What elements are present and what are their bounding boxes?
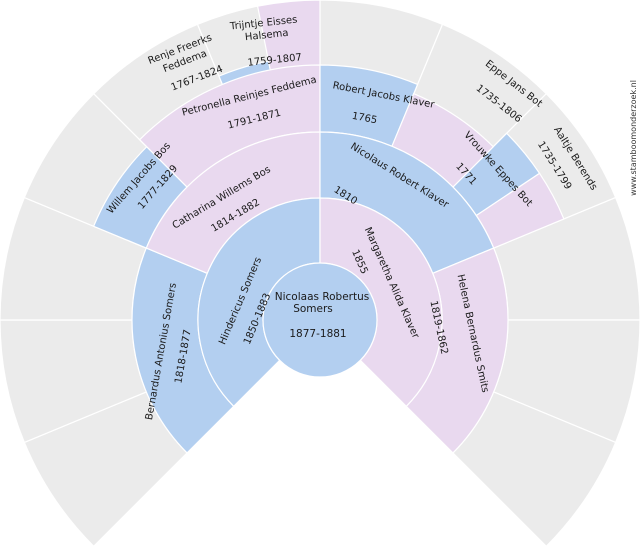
- generation-2-ring: [131, 131, 509, 454]
- root-years: 1877-1881: [289, 328, 346, 340]
- site-credit: www.stamboomonderzoek.nl: [629, 80, 638, 196]
- root-name-line1: Nicolaas Robertus: [275, 291, 370, 303]
- generation-3-ring: [92, 64, 495, 249]
- root-person-disc[interactable]: [262, 262, 378, 378]
- root-name-line2: Somers: [293, 303, 333, 315]
- robert-years: 1765: [351, 111, 378, 127]
- trijntje-name-line2: Halsema: [244, 28, 289, 44]
